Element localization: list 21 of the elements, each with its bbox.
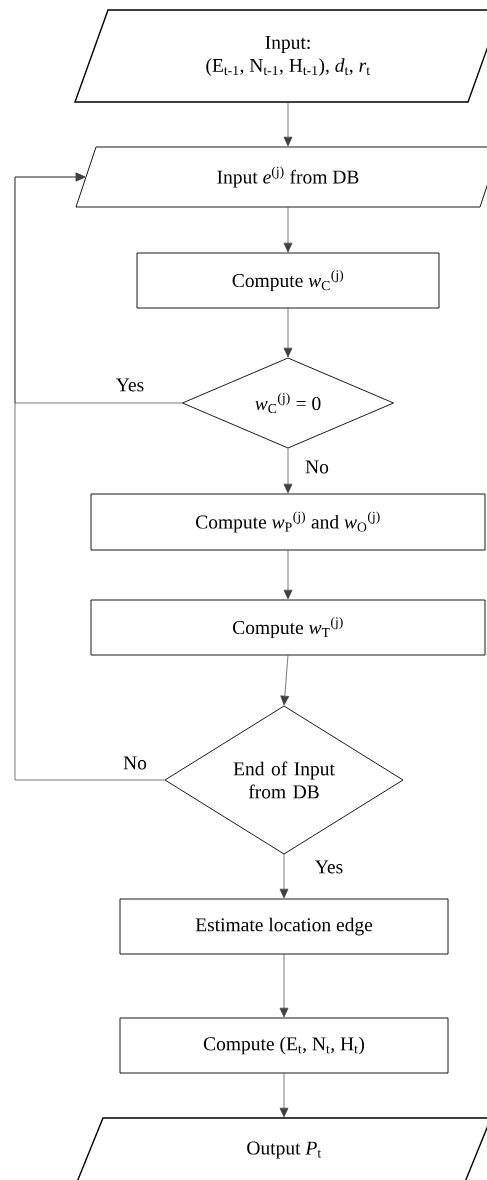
process-box: Compute (E$_{t}$, N$_{t}$, H$_{t}$)	[119, 1017, 449, 1074]
arrow	[14, 172, 166, 781]
process-box: Estimate location edge	[119, 898, 449, 955]
arrow	[280, 654, 290, 706]
io-parallelogram: Input e$^{(j)}$ from DB	[75, 146, 487, 208]
edge-label: Yes	[114, 377, 146, 393]
edge-label: No	[122, 755, 148, 771]
arrow	[283, 549, 293, 600]
arrow	[283, 307, 293, 358]
arrow	[279, 953, 289, 1018]
process-box: Compute w$_{C}$(j)	[136, 252, 440, 309]
io-parallelogram: Input: (E$_{t-1}$, N$_{t-1}$, H$_{t-1}$), d$_{t}$, r$_{t}$	[74, 9, 487, 103]
arrow	[279, 1072, 289, 1118]
process-box: Compute w$_{T}$(j)	[90, 599, 486, 656]
edge-label: No	[304, 459, 330, 475]
edge-label: Yes	[313, 859, 345, 875]
arrow	[283, 206, 293, 253]
arrow	[279, 853, 289, 899]
process-box: Compute w$_{P}$$^{(j)}$ and w$_{O}$(j)	[90, 493, 486, 551]
arrow	[283, 447, 293, 494]
arrow	[283, 101, 293, 147]
